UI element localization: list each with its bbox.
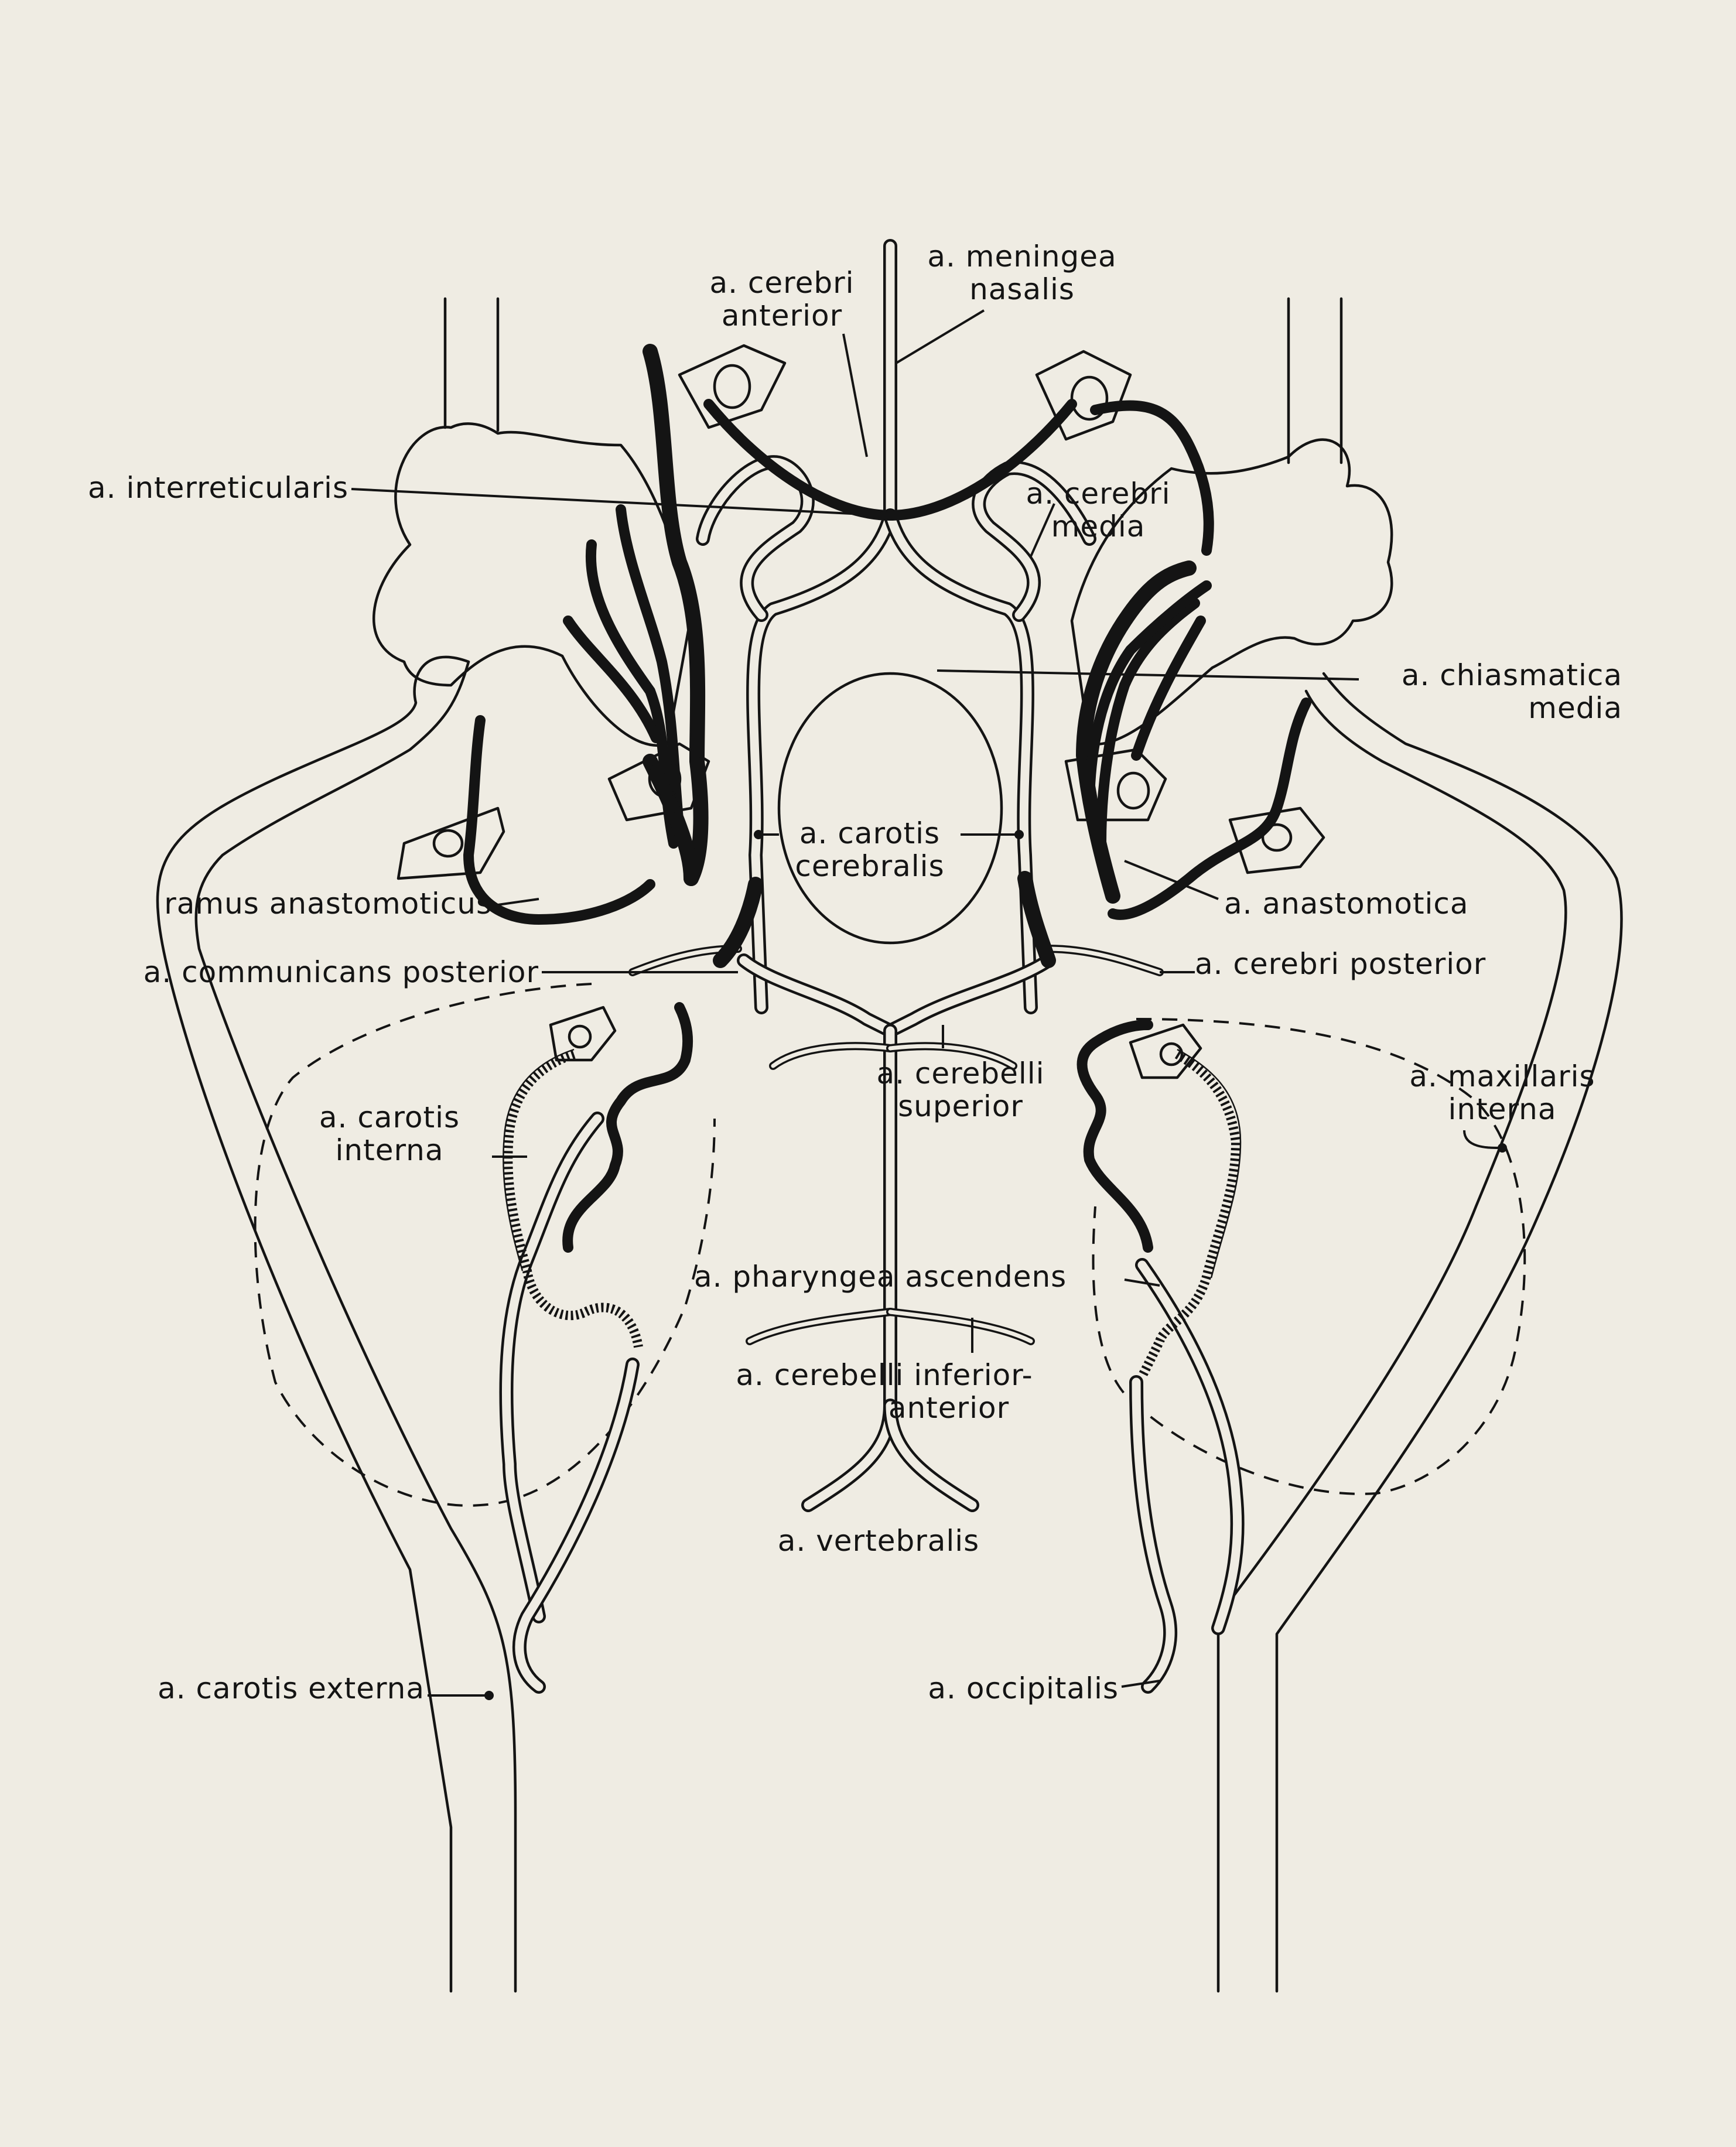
double-line-vessels [499,239,1245,1694]
label-carotis-cerebralis: a. carotis cerebralis [795,816,945,883]
plate-left-outer [397,806,505,880]
right-rete-outline [1070,438,1393,746]
plate-low-right [1129,1023,1202,1079]
plate-right-outer [1228,806,1325,874]
label-ramus-anastomoticus: ramus anastomoticus [164,887,492,921]
hatched-vessels [503,1048,1242,1379]
plate-mid-left [607,742,710,822]
label-communicans-posterior: a. communicans posterior [143,955,539,989]
label-meningea-nasalis: a. meningea nasalis [927,240,1117,306]
label-anastomotica: a. anastomotica [1224,887,1469,921]
label-carotis-externa: a. carotis externa [158,1671,425,1705]
hypophysis-circle [777,672,1003,945]
label-cerebri-anterior: a. cerebri anterior [709,266,855,333]
leader-lines [351,309,1500,1697]
plate-top-right [1035,350,1132,441]
leader-dots [484,511,1507,1700]
plates [397,344,1325,1079]
black-vessels [463,344,1311,1253]
label-occipitalis: a. occipitalis [928,1671,1119,1705]
label-maxillaris-interna: a. maxillaris interna [1409,1059,1595,1126]
label-vertebralis: a. vertebralis [777,1524,980,1558]
right-dashed-outline [1092,1018,1526,1495]
label-cerebri-posterior: a. cerebri posterior [1195,947,1486,981]
plate-top-left [678,344,787,429]
plate-mid-right [1064,748,1167,822]
left-rete-outline [373,422,693,747]
label-cerebelli-inferior-anterior: a. cerebelli inferior- anterior [736,1358,1033,1425]
label-chiasmatica-media: a. chiasmatica media [1401,658,1622,725]
right-outer-vessel [1216,297,1623,1993]
label-carotis-interna: a. carotis interna [319,1100,460,1167]
left-dashed-outline [254,983,716,1507]
label-cerebelli-superior: a. cerebelli superior [876,1057,1045,1123]
plate-low-left [549,1006,617,1062]
label-cerebri-media: a. cerebri media [1026,477,1171,543]
label-pharyngea-ascendens: a. pharyngea ascendens [694,1260,1067,1294]
label-interreticularis: a. interreticularis [88,471,348,505]
left-outer-vessel [156,297,517,1993]
